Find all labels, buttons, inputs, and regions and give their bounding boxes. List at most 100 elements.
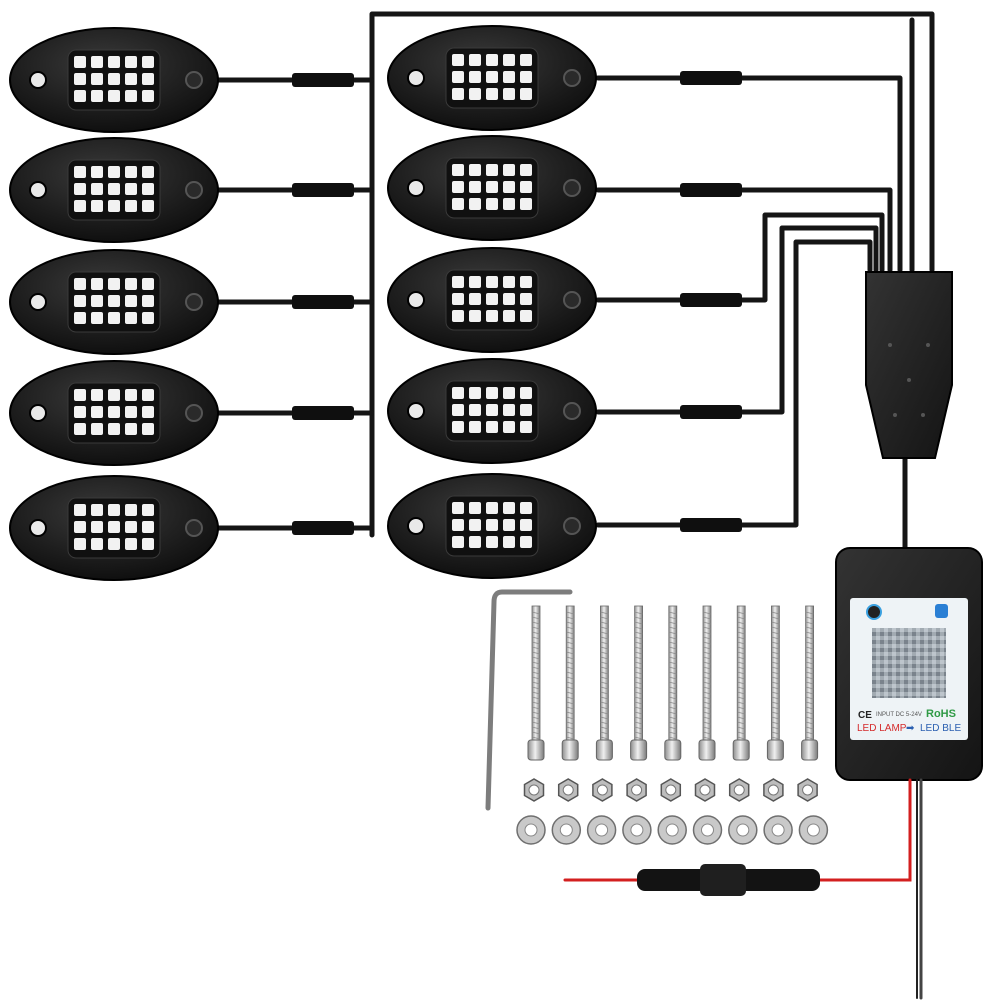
rock-light-pod bbox=[9, 27, 219, 133]
led-chip bbox=[125, 200, 137, 212]
led-chip bbox=[452, 88, 464, 100]
washer-hole bbox=[595, 823, 609, 837]
screw-thread bbox=[805, 611, 814, 615]
led-chip bbox=[520, 404, 532, 416]
screw-thread bbox=[771, 626, 780, 630]
mounting-hardware bbox=[516, 605, 829, 845]
screw-thread bbox=[805, 671, 814, 675]
led-chip bbox=[74, 389, 86, 401]
screw-thread bbox=[600, 651, 609, 655]
screw-thread bbox=[771, 651, 780, 655]
screw-thread bbox=[805, 641, 814, 645]
screw-thread bbox=[771, 696, 780, 700]
screw-thread bbox=[634, 696, 643, 700]
pod-cable-gland bbox=[185, 293, 203, 311]
screw-thread bbox=[600, 626, 609, 630]
screw-thread bbox=[805, 696, 814, 700]
screw-thread bbox=[600, 676, 609, 680]
screw-thread bbox=[805, 626, 814, 630]
screw-thread bbox=[531, 681, 541, 685]
led-chip bbox=[91, 389, 103, 401]
screw-thread bbox=[600, 736, 609, 740]
screw-thread bbox=[600, 661, 609, 665]
mounting-screw bbox=[698, 605, 716, 761]
screw-thread bbox=[668, 701, 677, 705]
led-chip bbox=[452, 502, 464, 514]
led-chip bbox=[108, 389, 120, 401]
screw-thread bbox=[566, 716, 575, 720]
hex-nut bbox=[592, 778, 613, 802]
pod-cable-gland bbox=[185, 519, 203, 537]
screw-thread bbox=[805, 666, 814, 670]
screw-thread bbox=[600, 631, 609, 635]
hex-nut bbox=[763, 778, 784, 802]
screw-thread bbox=[702, 651, 712, 655]
screw-thread bbox=[805, 686, 814, 690]
mounting-screw bbox=[801, 605, 819, 761]
led-chip bbox=[142, 312, 154, 324]
screw-thread bbox=[634, 686, 643, 690]
screw-thread bbox=[531, 611, 541, 615]
screw-thread bbox=[771, 661, 780, 665]
pod-cable-gland bbox=[563, 69, 581, 87]
screw-head bbox=[766, 739, 784, 761]
led-chip bbox=[74, 406, 86, 418]
led-chip bbox=[125, 56, 137, 68]
led-chip bbox=[520, 164, 532, 176]
screw-thread bbox=[737, 691, 746, 695]
led-chip bbox=[469, 519, 481, 531]
pod-cable-gland bbox=[563, 402, 581, 420]
qr-code-blurred bbox=[872, 628, 946, 698]
led-chip bbox=[452, 519, 464, 531]
led-chip bbox=[125, 90, 137, 102]
screw-thread bbox=[737, 616, 746, 620]
led-chip bbox=[125, 389, 137, 401]
screw-thread bbox=[600, 666, 609, 670]
screw-thread bbox=[771, 616, 780, 620]
mounting-screw bbox=[732, 605, 750, 761]
led-chip bbox=[74, 538, 86, 550]
screw-thread bbox=[531, 676, 541, 680]
nut-hole bbox=[767, 784, 779, 796]
screw-thread bbox=[566, 696, 575, 700]
screw-thread bbox=[668, 666, 677, 670]
screw-thread bbox=[531, 721, 541, 725]
led-chip bbox=[520, 293, 532, 305]
app-icon bbox=[935, 604, 948, 618]
led-chip bbox=[108, 73, 120, 85]
nut-hole bbox=[699, 784, 711, 796]
screw-thread bbox=[668, 691, 677, 695]
screw-thread bbox=[771, 731, 780, 735]
screw-thread bbox=[531, 616, 541, 620]
screw-thread bbox=[566, 666, 575, 670]
screw-thread bbox=[634, 726, 643, 730]
led-chip bbox=[91, 73, 103, 85]
led-chip bbox=[108, 504, 120, 516]
led-chip bbox=[142, 200, 154, 212]
led-chip bbox=[503, 164, 515, 176]
screw-thread bbox=[600, 621, 609, 625]
screw-thread bbox=[805, 661, 814, 665]
led-chip bbox=[503, 387, 515, 399]
screw-thread bbox=[634, 666, 643, 670]
screw-thread bbox=[531, 626, 541, 630]
led-chip bbox=[108, 56, 120, 68]
led-chip bbox=[142, 183, 154, 195]
screw-thread bbox=[600, 711, 609, 715]
screw-thread bbox=[668, 721, 677, 725]
flat-washer bbox=[763, 815, 793, 845]
screw-thread bbox=[668, 621, 677, 625]
led-chip bbox=[108, 406, 120, 418]
screw-thread bbox=[634, 656, 643, 660]
screw-thread bbox=[702, 636, 712, 640]
screw-thread bbox=[771, 656, 780, 660]
screw-thread bbox=[702, 706, 712, 710]
led-chip bbox=[91, 538, 103, 550]
led-chip bbox=[503, 310, 515, 322]
screw-thread bbox=[634, 706, 643, 710]
led-chip bbox=[91, 423, 103, 435]
led-chip bbox=[486, 502, 498, 514]
led-chip bbox=[108, 295, 120, 307]
screw-thread bbox=[668, 726, 677, 730]
screw-thread bbox=[668, 616, 677, 620]
